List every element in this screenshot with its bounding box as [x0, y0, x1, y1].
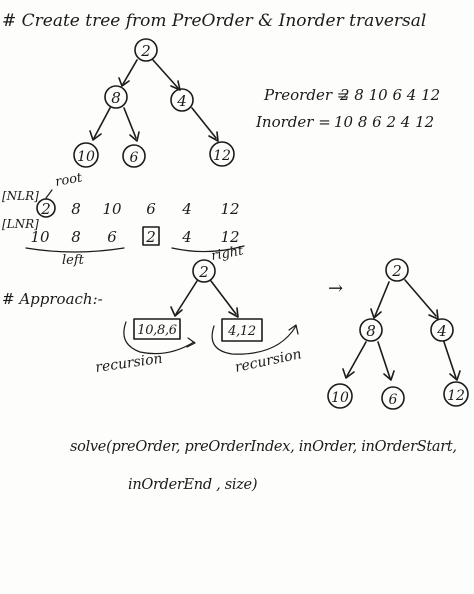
preorder-cell: 2	[40, 200, 51, 218]
top-tree-node-2: 2	[134, 38, 158, 62]
inorder-root-box	[142, 226, 160, 246]
right-underline	[171, 245, 245, 253]
approach-root: 2	[198, 263, 209, 281]
preorder-label: Preorder =	[263, 86, 349, 104]
node-value: 8	[366, 322, 376, 340]
right-recursion-label: recursion	[234, 346, 303, 376]
result-arrow: →	[328, 278, 343, 299]
node-value: 6	[130, 150, 139, 166]
preorder-cell: 8	[71, 200, 81, 218]
right-subarray-box	[221, 318, 263, 342]
top-tree-node-12: 12	[209, 141, 235, 167]
left-recursion-label: recursion	[94, 351, 163, 376]
preorder-values: 2 8 10 6 4 12	[339, 86, 440, 104]
inorder-cell: 6	[107, 228, 117, 246]
result-tree-node-4: 4	[430, 318, 454, 342]
top-tree: 2 8 4 10 6 12	[73, 38, 235, 168]
result-tree-node-12: 12	[443, 381, 469, 407]
left-subarray: 10,8,6	[137, 323, 177, 338]
node-value: 12	[447, 388, 465, 404]
node-value: 12	[213, 148, 231, 164]
node-value: 8	[111, 89, 121, 107]
traversal-listing: Preorder = 2 8 10 6 4 12 Inorder = 10 8 …	[255, 86, 440, 131]
result-tree-node-2: 2	[385, 258, 409, 282]
result-tree-node-8: 8	[359, 318, 383, 342]
node-value: 10	[331, 390, 349, 406]
node-value: 4	[436, 322, 447, 340]
inorder-cell: 4	[181, 228, 192, 246]
top-tree-node-10: 10	[73, 142, 99, 168]
signature-line-1: solve(preOrder, preOrderIndex, inOrder, …	[70, 439, 457, 455]
preorder-cell: 10	[102, 200, 122, 218]
page-title: # Create tree from PreOrder & Inorder tr…	[2, 11, 426, 31]
inorder-cell: 10	[30, 228, 50, 246]
right-subarray: 4,12	[227, 324, 256, 339]
inorder-cell: 12	[220, 228, 239, 246]
node-value: 4	[176, 92, 187, 110]
top-tree-node-4: 4	[170, 88, 194, 112]
nlr-label: [NLR]	[2, 189, 39, 203]
left-label: left	[62, 253, 85, 268]
result-tree-node-10: 10	[327, 383, 353, 409]
top-tree-node-8: 8	[104, 85, 128, 109]
inorder-root-cell: 2	[145, 228, 156, 246]
node-value: 10	[77, 149, 95, 165]
inorder-label: Inorder =	[255, 113, 331, 131]
left-underline	[25, 247, 125, 253]
node-value: 2	[391, 262, 402, 280]
top-tree-node-6: 6	[122, 144, 146, 168]
preorder-cell: 12	[220, 200, 239, 218]
result-tree-node-6: 6	[381, 386, 405, 410]
node-value: 6	[389, 392, 398, 408]
root-label: root	[54, 170, 84, 190]
left-subarray-box	[133, 318, 181, 340]
preorder-cell: 4	[181, 200, 192, 218]
inorder-cell: 8	[71, 228, 81, 246]
result-tree: 2 8 4 10 6 12	[327, 258, 469, 410]
right-label: right	[210, 243, 245, 264]
function-signature: solve(preOrder, preOrderIndex, inOrder, …	[70, 439, 457, 493]
root-circle-marker	[36, 198, 56, 218]
lnr-label: [LNR]	[2, 217, 39, 231]
approach-section: # Approach:- 2 10,8,6 4,12 recursion rec…	[2, 259, 343, 376]
signature-line-2: inOrderEnd , size)	[128, 477, 257, 493]
inorder-values: 10 8 6 2 4 12	[334, 113, 434, 131]
node-value: 2	[140, 42, 151, 60]
split-rows: root [NLR] 2 8 10 6 4 12 [LNR] 10 8 6 2 …	[2, 170, 245, 268]
approach-heading: # Approach:-	[2, 290, 103, 308]
preorder-cell: 6	[146, 200, 156, 218]
